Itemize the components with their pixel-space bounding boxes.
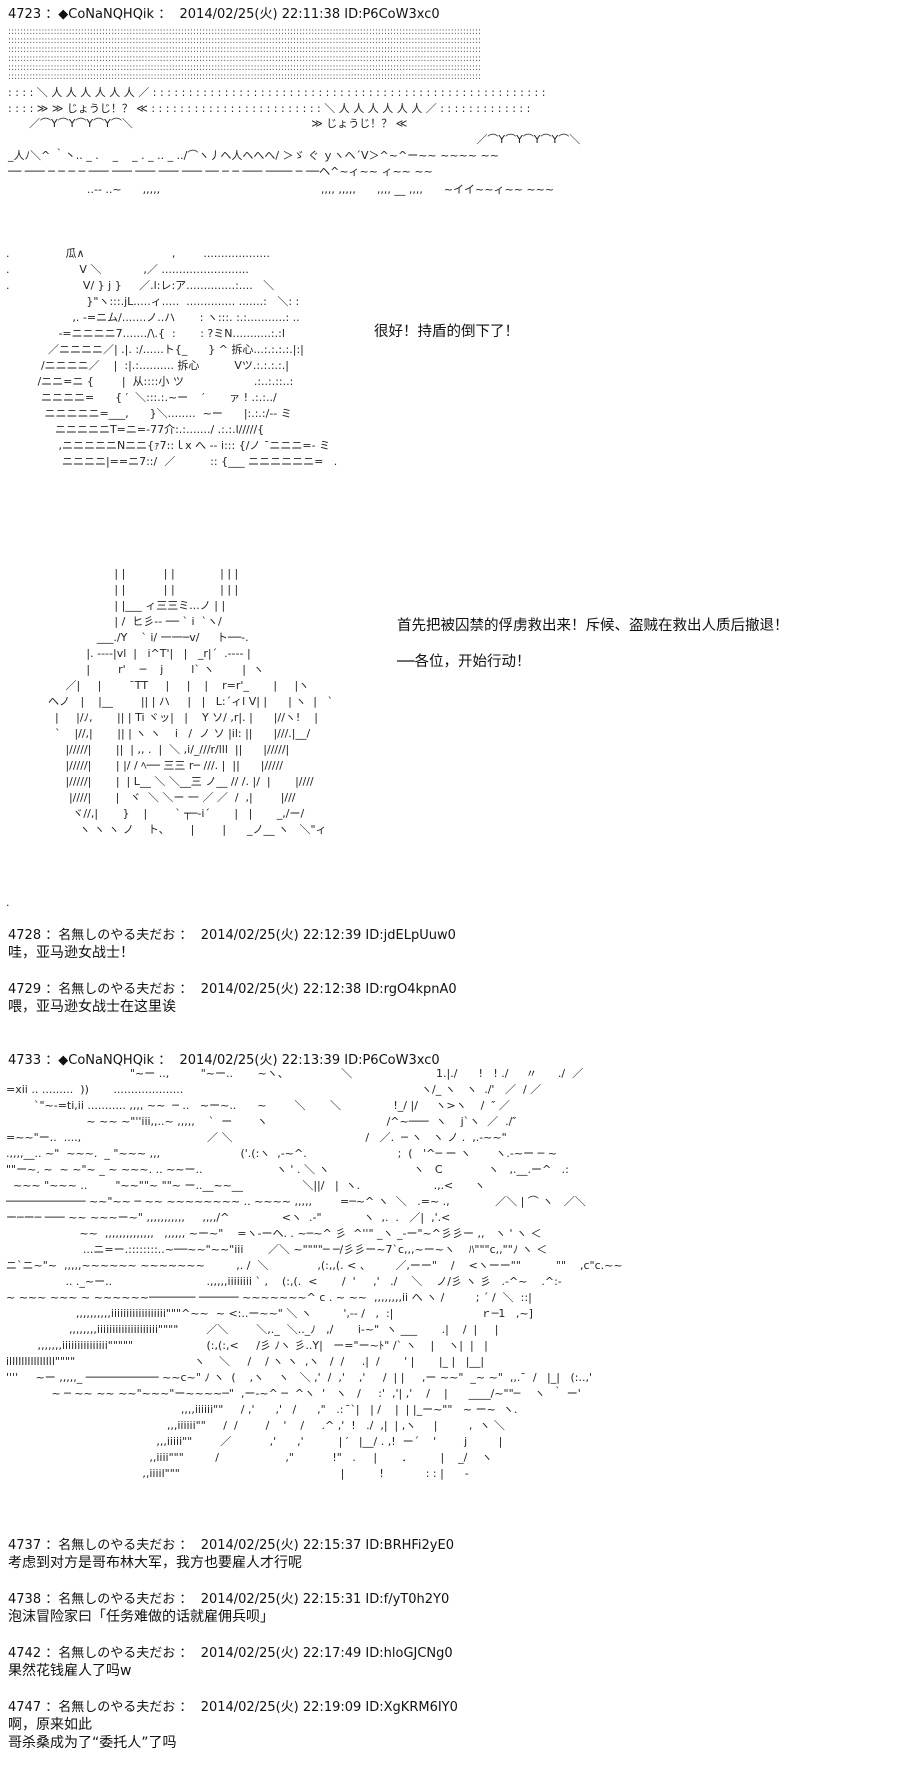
post-header: 4733 ：◆CoNaNQHQik ： 2014/02/25(火) 22:13:… (8, 1053, 440, 1068)
post-date: 2014/02/25(火) 22:13:39 (179, 1053, 341, 1068)
post-date: 2014/02/25(火) 22:12:39 (200, 928, 362, 943)
post-header: 4729 ：名無しのやる夫だお ： 2014/02/25(火) 22:12:38… (8, 982, 457, 997)
post-date: 2014/02/25(火) 22:17:49 (200, 1646, 362, 1661)
post-body: 啊，原来如此 (8, 1717, 92, 1733)
dialogue-shield: 很好！持盾的倒下了！ (374, 324, 519, 340)
post-id: ID:P6CoW3xc0 (344, 7, 440, 22)
post-author: 名無しのやる夫だお (58, 1592, 176, 1607)
post-number: 4747 (8, 1700, 42, 1715)
post-body: 哥杀桑成为了“委托人”了吗 (8, 1735, 177, 1751)
post-id: ID:jdELpUuw0 (365, 928, 456, 943)
post-author: 名無しのやる夫だお (58, 982, 176, 997)
post-number: 4742 (8, 1646, 42, 1661)
post-id: ID:BRHFi2yE0 (365, 1538, 454, 1553)
post-header: 4742 ：名無しのやる夫だお ： 2014/02/25(火) 22:17:49… (8, 1646, 453, 1661)
post-separator: ： (158, 7, 172, 22)
post-separator: ： (45, 7, 59, 22)
dialogue-start: ──各位，开始行动！ (397, 654, 531, 670)
post-date: 2014/02/25(火) 22:12:38 (200, 982, 362, 997)
post-number: 4737 (8, 1538, 42, 1553)
ascii-art-shout-scene: ::::::::::::::::::::::::::::::::::::::::… (8, 27, 581, 196)
post-author: ◆CoNaNQHQik (58, 7, 155, 22)
post-header: 4747 ：名無しのやる夫だお ： 2014/02/25(火) 22:19:09… (8, 1700, 458, 1715)
post-author: 名無しのやる夫だお (58, 1700, 176, 1715)
post-author: 名無しのやる夫だお (58, 1538, 176, 1553)
post-date: 2014/02/25(火) 22:15:31 (200, 1592, 362, 1607)
ascii-art-battle-scene: "~ー .., "~ー.. ~ヽ、 ＼ 1.|./ ! ! ./ 〃 ./ ／ … (6, 1067, 623, 1480)
post-body: 果然花钱雇人了吗w (8, 1663, 132, 1679)
post-number: 4723 (8, 7, 42, 22)
ascii-art-shield-scene: . 瓜∧ , ................... . V ＼ ,／ ....… (6, 247, 519, 468)
post-author: 名無しのやる夫だお (58, 928, 176, 943)
post-header: 4738 ：名無しのやる夫だお ： 2014/02/25(火) 22:15:31… (8, 1592, 450, 1607)
post-id: ID:hloGJCNg0 (365, 1646, 453, 1661)
post-author: ◆CoNaNQHQik (58, 1053, 155, 1068)
shout-left: ≫ じょうじ！？ ≪ (51, 102, 148, 115)
post-header: 4737 ：名無しのやる夫だお ： 2014/02/25(火) 22:15:37… (8, 1538, 454, 1553)
post-number: 4738 (8, 1592, 42, 1607)
post-date: 2014/02/25(火) 22:15:37 (200, 1538, 362, 1553)
post-header: 4723 ：◆CoNaNQHQik ： 2014/02/25(火) 22:11:… (8, 8, 440, 21)
post-body: 泡沫冒险家曰「任务难做的话就雇佣兵呗」 (8, 1609, 274, 1625)
post-author: 名無しのやる夫だお (58, 1646, 176, 1661)
post-number: 4733 (8, 1053, 42, 1068)
stray-dot: . (6, 896, 10, 909)
post-id: ID:f/yT0h2Y0 (365, 1592, 450, 1607)
dialogue-orders: 首先把被囚禁的俘虏救出来！斥候、盗贼在救出人质后撤退！ (397, 618, 789, 634)
post-date: 2014/02/25(火) 22:11:38 (179, 7, 341, 22)
post-id: ID:P6CoW3xc0 (344, 1053, 440, 1068)
shout-right: ≫ じょうじ！？ ≪ (311, 117, 408, 130)
post-id: ID:XgKRM6IY0 (365, 1700, 458, 1715)
post-body: 喂，亚马逊女战士在这里诶 (8, 999, 176, 1015)
ascii-art-warrior-scene: | | | | | | | | | | | | | | | |___ ィ三三ミ.… (6, 567, 789, 836)
post-body: 考虑到对方是哥布林大军，我方也要雇人才行呢 (8, 1555, 302, 1571)
post-date: 2014/02/25(火) 22:19:09 (200, 1700, 362, 1715)
post-number: 4729 (8, 982, 42, 997)
post-id: ID:rgO4kpnA0 (365, 982, 457, 997)
post-header: 4728 ：名無しのやる夫だお ： 2014/02/25(火) 22:12:39… (8, 928, 456, 943)
post-body: 哇，亚马逊女战士！ (8, 945, 134, 961)
post-number: 4728 (8, 928, 42, 943)
